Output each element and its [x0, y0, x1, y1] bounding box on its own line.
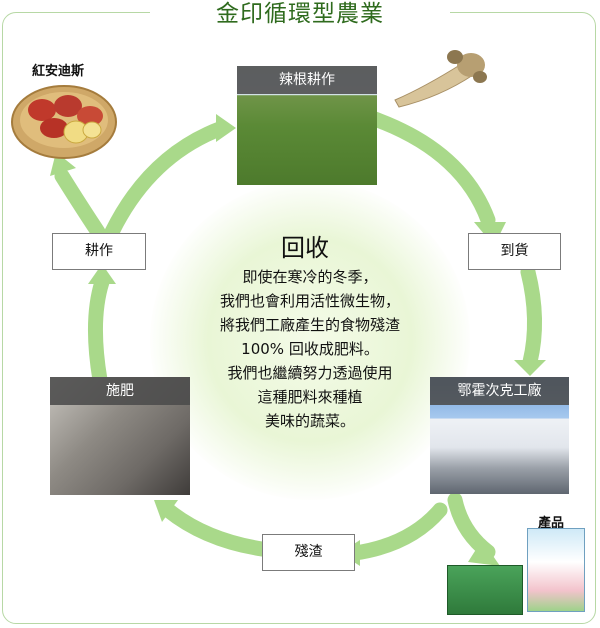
arrowhead-farming	[216, 114, 236, 142]
arrow-fertilize-to-cultivation	[88, 274, 110, 388]
delivery-label: 到貨	[468, 233, 561, 270]
potato-label: 紅安迪斯	[32, 64, 85, 79]
wasabi-farming-caption: 辣根耕作	[237, 66, 377, 94]
arrow-cultivation-to-potato	[54, 168, 106, 240]
description-line: 這種肥料來種植	[257, 388, 363, 406]
arrow-delivery-to-factory	[520, 264, 542, 370]
fertilizing-photo: 施肥	[50, 377, 190, 495]
horseradish-root-image	[394, 50, 487, 108]
center-glow	[150, 180, 470, 500]
product-package-small	[447, 565, 523, 615]
cultivation-label: 耕作	[52, 233, 146, 270]
potato-basket-image	[11, 85, 117, 159]
arrow-residue-to-fertilize	[160, 502, 270, 557]
factory-caption: 鄂霍次克工廠	[430, 377, 569, 405]
description-line: 我們也會利用活性微生物，	[219, 292, 400, 310]
description-line: 美味的蔬菜。	[264, 412, 355, 430]
arrowhead-factory	[514, 360, 546, 376]
arrow-factory-to-residue	[347, 502, 448, 561]
arrow-farming-to-delivery	[364, 110, 496, 228]
arrowhead-cultivation	[88, 264, 116, 284]
description-line: 即使在寒冷的冬季，	[242, 268, 378, 286]
description-line: 100% 回收成肥料。	[241, 340, 379, 358]
okhotsk-factory-photo: 鄂霍次克工廠	[430, 377, 569, 494]
recycle-heading: 回收	[281, 234, 329, 262]
description-line: 我們也繼續努力透過使用	[227, 364, 393, 382]
arrow-cultivation-to-farming	[104, 120, 230, 240]
recycle-description: 即使在寒冷的冬季， 我們也會利用活性微生物， 將我們工廠產生的食物殘渣 100%…	[180, 265, 440, 433]
wasabi-field-photo: 辣根耕作	[237, 66, 377, 185]
products-label: 產品	[538, 516, 565, 531]
arrowhead-fertilize	[154, 500, 178, 522]
arrowhead-products	[468, 540, 500, 566]
fertilizing-caption: 施肥	[50, 377, 190, 405]
residue-label: 殘渣	[262, 534, 355, 571]
diagram-title: 金印循環型農業	[150, 0, 450, 28]
description-line: 將我們工廠產生的食物殘渣	[219, 316, 400, 334]
product-package-large	[527, 528, 585, 612]
